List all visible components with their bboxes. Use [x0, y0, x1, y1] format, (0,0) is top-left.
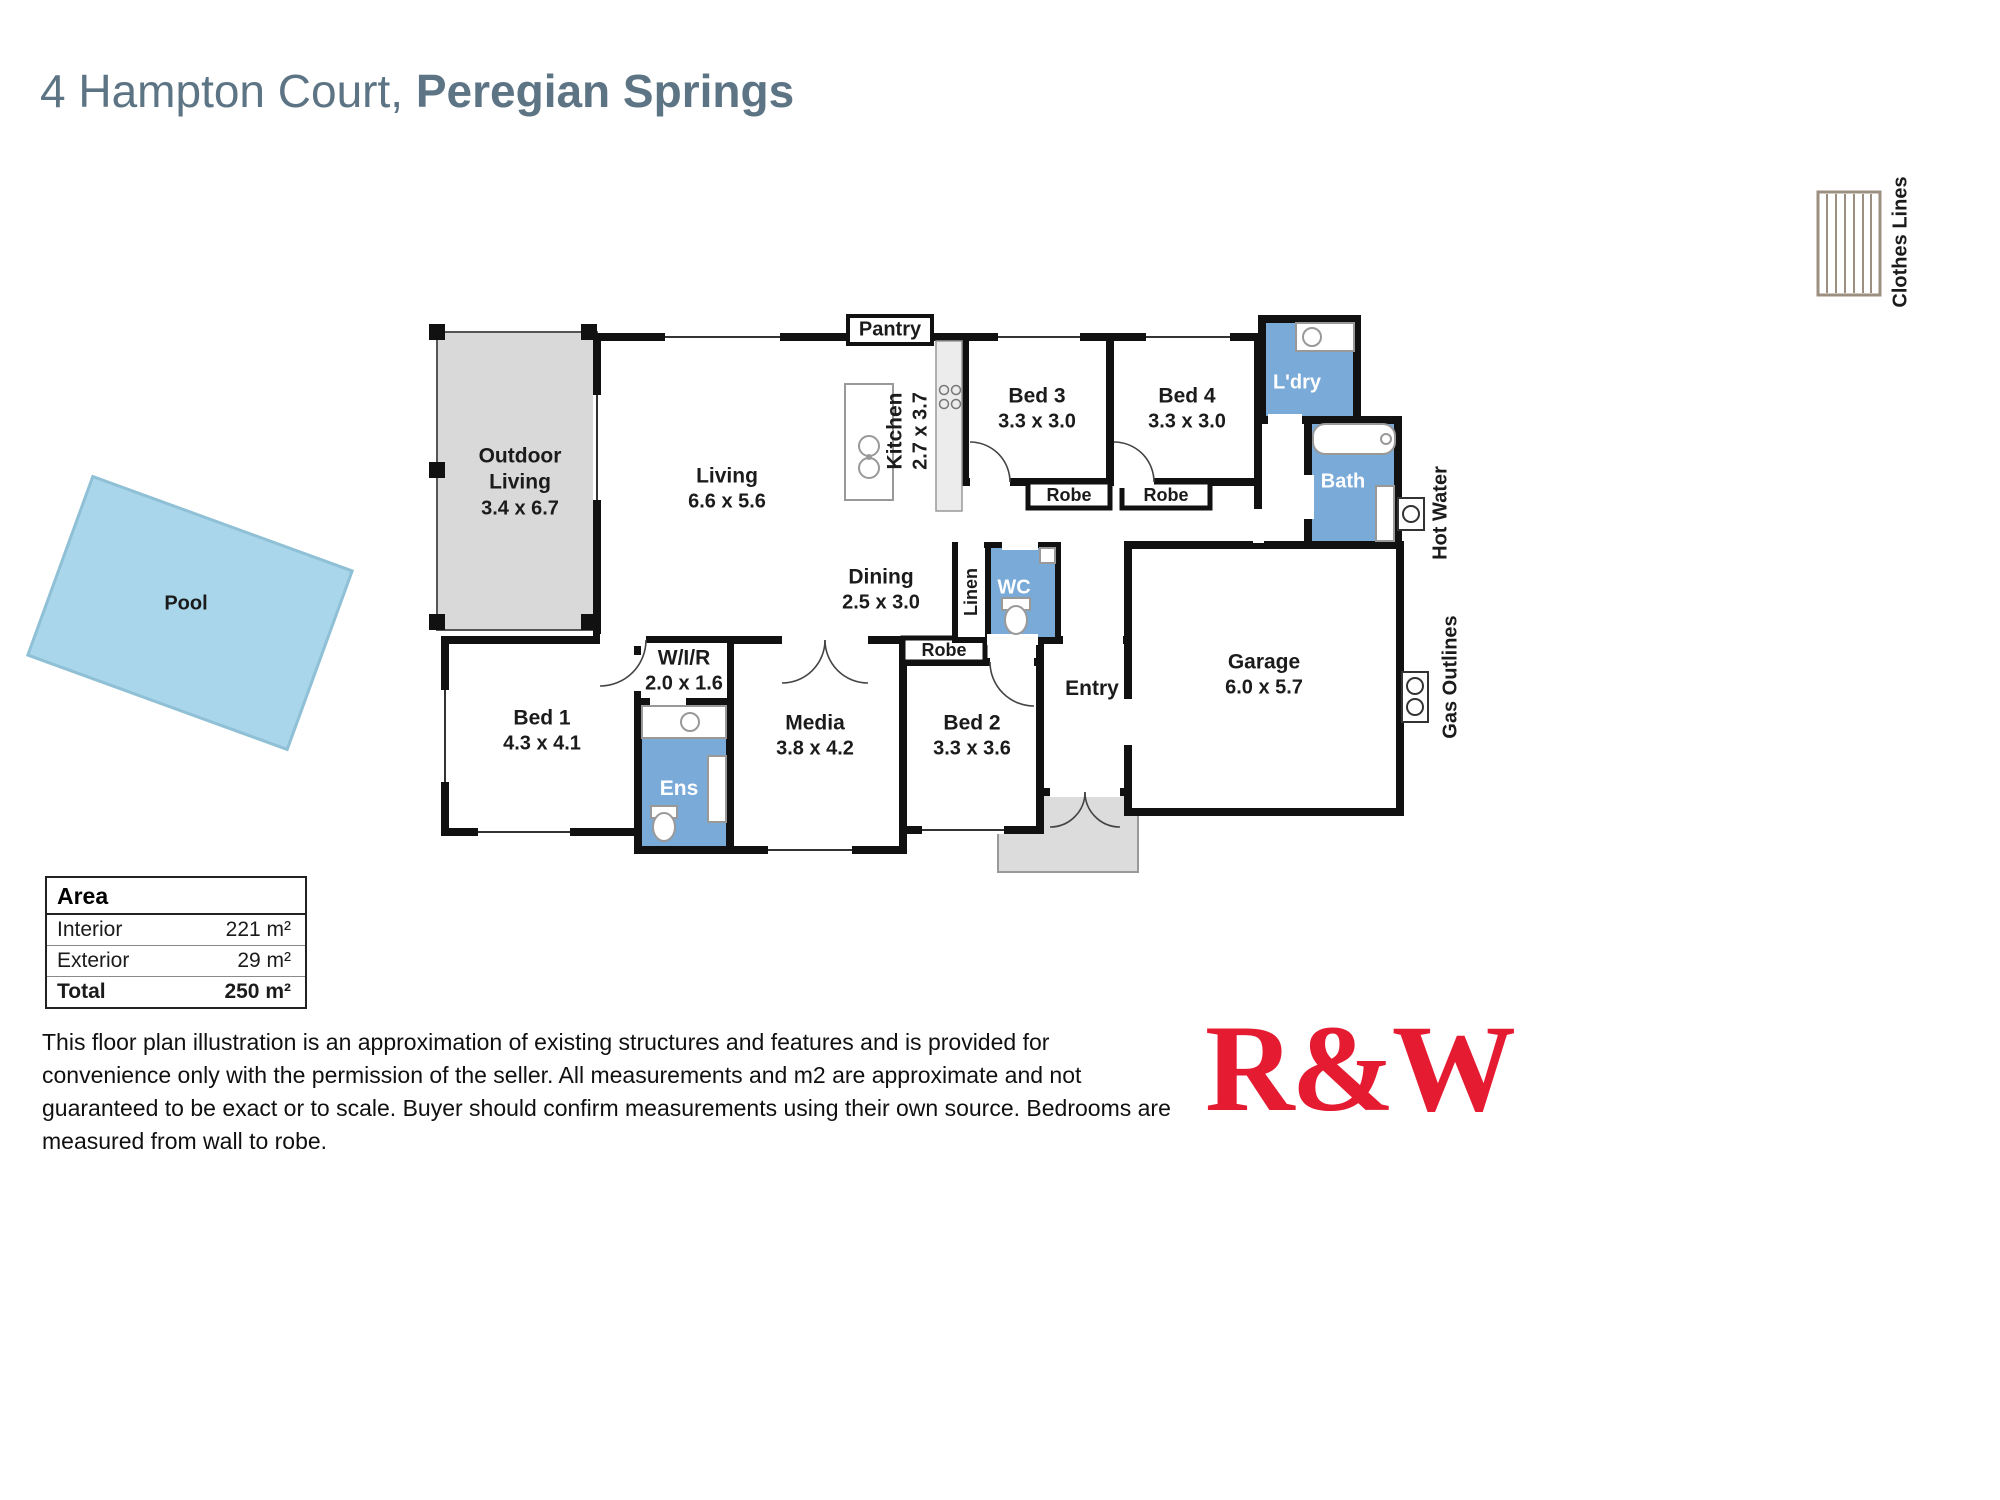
room-walls	[441, 314, 1404, 854]
gas-outlet-icon	[1401, 671, 1429, 723]
bed1-dims: 4.3 x 4.1	[503, 732, 581, 755]
title-address: 4 Hampton Court,	[40, 65, 416, 117]
entry-label: Entry	[1065, 676, 1119, 700]
area-row-exterior: Exterior 29 m²	[47, 946, 305, 977]
clothesline-icon	[1816, 190, 1882, 297]
area-table-title: Area	[47, 878, 305, 915]
bed4-dims: 3.3 x 3.0	[1148, 410, 1226, 433]
media-label: Media 3.8 x 4.2	[776, 710, 854, 761]
area-table: Area Interior 221 m² Exterior 29 m² Tota…	[45, 876, 307, 1009]
ens-label: Ens	[659, 776, 699, 800]
bed3-label: Bed 3 3.3 x 3.0	[998, 383, 1076, 434]
robe-bed3-box	[1025, 479, 1113, 511]
bed4-name: Bed 4	[1158, 384, 1216, 408]
bed1-name: Bed 1	[513, 706, 571, 730]
kitchen-label: Kitchen 2.7 x 3.7	[882, 392, 933, 470]
windows	[441, 333, 1230, 854]
hot-water-label: Hot Water	[1429, 466, 1452, 560]
living-name: Living	[696, 464, 758, 488]
kitchen-dims: 2.7 x 3.7	[909, 392, 932, 470]
area-row-interior-value: 221 m²	[225, 918, 291, 941]
area-row-exterior-value: 29 m²	[237, 949, 291, 972]
robe-bed2-label: Robe	[921, 639, 967, 660]
bed3-dims: 3.3 x 3.0	[998, 410, 1076, 433]
wir-dims: 2.0 x 1.6	[645, 672, 723, 695]
area-row-interior-label: Interior	[57, 918, 123, 941]
pantry-label: Pantry	[858, 318, 922, 341]
bath-vanity-icon	[1375, 485, 1395, 542]
pool-label: Pool	[164, 592, 208, 615]
disclaimer-text: This floor plan illustration is an appro…	[42, 1029, 1171, 1154]
room-wir-floor	[635, 637, 733, 705]
living-dims: 6.6 x 5.6	[688, 490, 766, 513]
dining-name: Dining	[848, 565, 914, 589]
pool-shape	[25, 474, 355, 752]
bath-hall-floor	[1254, 416, 1312, 549]
hall-floor	[965, 508, 1308, 545]
area-row-interior: Interior 221 m²	[47, 915, 305, 946]
room-bed4-floor	[1106, 333, 1262, 486]
bed2-name: Bed 2	[943, 711, 1001, 735]
bath-label: Bath	[1320, 470, 1366, 493]
hot-water-unit-icon	[1397, 497, 1425, 531]
kitchen-counter-icon	[935, 340, 963, 512]
outdoor-living-area	[429, 324, 598, 631]
outdoor-living-name: Outdoor Living	[478, 444, 562, 494]
page-title: 4 Hampton Court, Peregian Springs	[40, 64, 794, 118]
outdoor-living-dims: 3.4 x 6.7	[481, 496, 559, 519]
garage-name: Garage	[1227, 650, 1301, 674]
media-dims: 3.8 x 4.2	[776, 737, 854, 760]
area-row-total-label: Total	[57, 980, 106, 1003]
area-row-total: Total 250 m²	[47, 977, 305, 1007]
ens-vanity-icon	[641, 705, 727, 739]
rw-logo: R&W	[1205, 1000, 1516, 1137]
kitchen-name: Kitchen	[883, 392, 907, 470]
door-arcs	[599, 441, 1155, 828]
clothes-lines-label: Clothes Lines	[1889, 176, 1912, 308]
pantry-box	[846, 314, 934, 346]
bed2-dims: 3.3 x 3.6	[933, 737, 1011, 760]
bathtub-icon	[1312, 423, 1396, 455]
robe-bed3-label: Robe	[1046, 484, 1092, 505]
bed1-label: Bed 1 4.3 x 4.1	[503, 705, 581, 756]
title-suburb: Peregian Springs	[415, 65, 795, 117]
laundry-label: L'dry	[1272, 371, 1322, 394]
linen-label: Linen	[960, 568, 981, 616]
media-name: Media	[785, 711, 845, 735]
dining-dims: 2.5 x 3.0	[842, 591, 920, 614]
garage-label: Garage 6.0 x 5.7	[1225, 649, 1303, 700]
wc-label: WC	[997, 576, 1031, 599]
area-row-exterior-label: Exterior	[57, 949, 130, 972]
dining-label: Dining 2.5 x 3.0	[842, 564, 920, 615]
gas-outlines-label: Gas Outlines	[1439, 615, 1462, 739]
area-row-total-value: 250 m²	[224, 980, 291, 1003]
wir-name: W/I/R	[657, 646, 711, 670]
outdoor-living-label: Outdoor Living 3.4 x 6.7	[462, 443, 578, 521]
ens-toilet-icon	[650, 755, 727, 842]
room-entry-floor	[1036, 636, 1132, 796]
bed4-label: Bed 4 3.3 x 3.0	[1148, 383, 1226, 434]
bed2-label: Bed 2 3.3 x 3.6	[933, 710, 1011, 761]
room-bed3-floor	[961, 333, 1114, 486]
wc-toilet-icon	[1001, 547, 1056, 635]
living-label: Living 6.6 x 5.6	[688, 463, 766, 514]
kitchen-island-sink-icon	[844, 383, 894, 501]
wir-label: W/I/R 2.0 x 1.6	[645, 645, 723, 696]
robe-bed4-label: Robe	[1143, 484, 1189, 505]
garage-dims: 6.0 x 5.7	[1225, 676, 1303, 699]
laundry-tub-icon	[1295, 322, 1355, 352]
bed3-name: Bed 3	[1008, 384, 1066, 408]
